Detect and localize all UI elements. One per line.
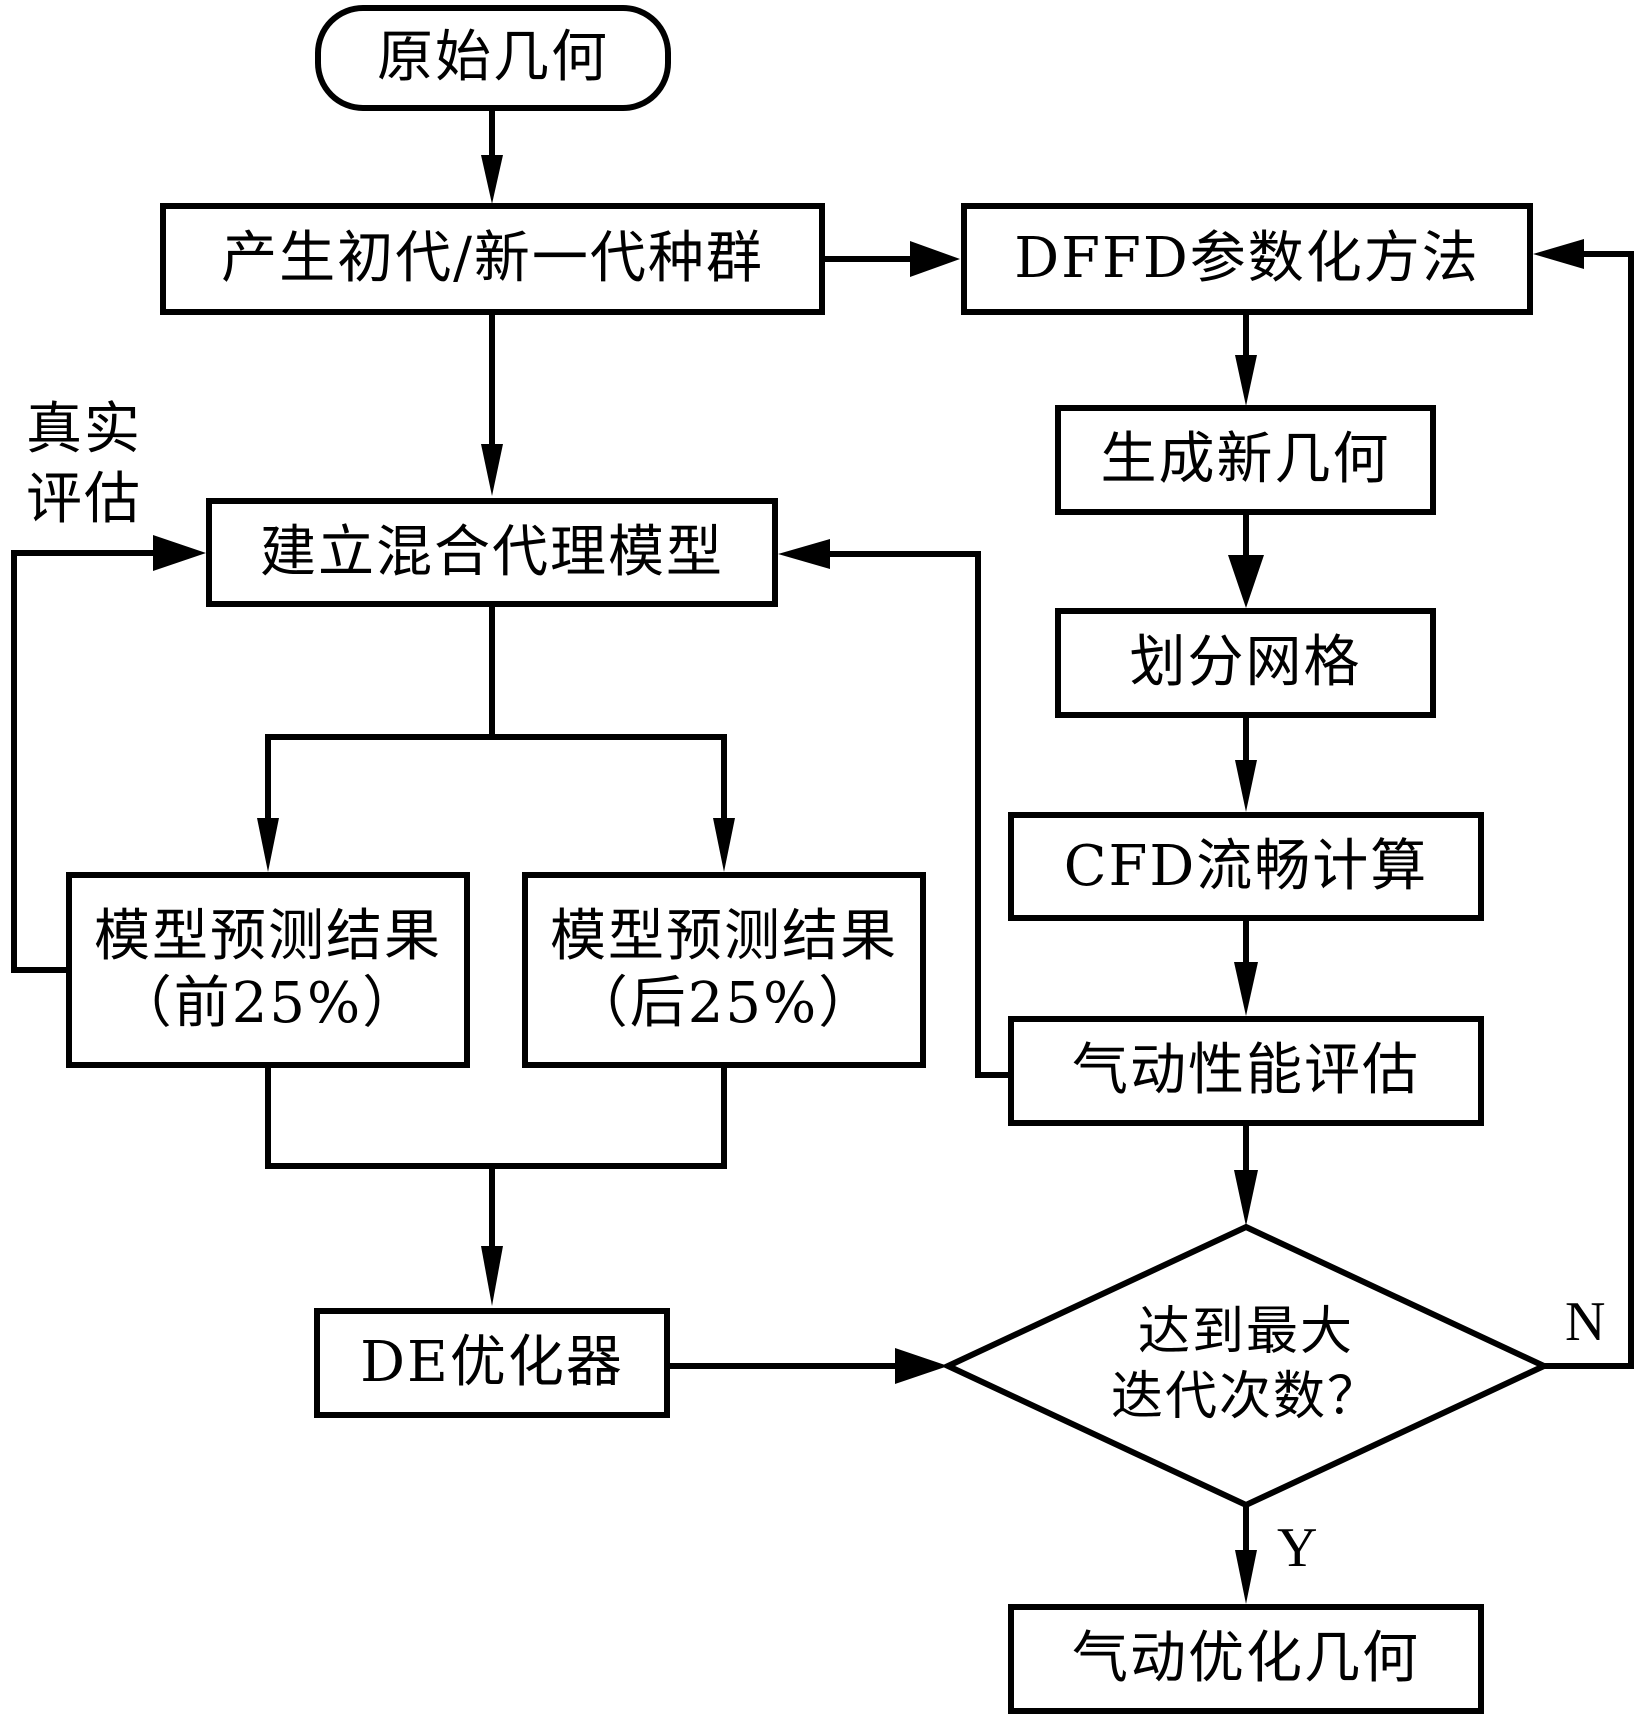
edge-pred-merge — [265, 1065, 727, 1169]
arrowhead-aero-to-decision — [1234, 1170, 1258, 1226]
node-prediction-bottom25: 模型预测结果 （后25%） — [522, 872, 926, 1068]
arrowhead-surrogate-to-pred-top — [257, 818, 279, 872]
node-original-geometry: 原始几何 — [315, 5, 671, 111]
edge-decision-no — [1541, 251, 1634, 1369]
arrowhead-real-eval — [153, 535, 206, 571]
node-de-optimizer: DE优化器 — [314, 1308, 670, 1418]
node-prediction-bottom25-line1: 模型预测结果 — [550, 903, 898, 969]
node-prediction-top25-line1: 模型预测结果 — [94, 903, 442, 969]
node-aero-performance-eval-text: 气动性能评估 — [1072, 1038, 1420, 1104]
node-de-optimizer-text: DE优化器 — [360, 1330, 624, 1396]
arrowhead-start-to-population — [481, 155, 503, 204]
node-generate-population-text: 产生初代/新一代种群 — [221, 226, 764, 292]
label-no: N — [1565, 1291, 1606, 1353]
node-generate-new-geometry: 生成新几何 — [1055, 405, 1436, 515]
arrowhead-decision-no — [1533, 239, 1584, 269]
node-generate-population: 产生初代/新一代种群 — [160, 203, 825, 315]
node-mesh-generation: 划分网格 — [1055, 608, 1436, 718]
label-real-evaluation: 真实 评估 — [26, 395, 142, 535]
arrowhead-decision-yes — [1235, 1550, 1257, 1604]
node-prediction-top25-line2: （前25%） — [115, 971, 421, 1036]
node-aero-optimized-geometry: 气动优化几何 — [1008, 1604, 1484, 1714]
arrowhead-population-to-surrogate — [481, 444, 503, 496]
label-real-evaluation-line1: 真实 — [26, 397, 142, 462]
label-real-evaluation-line2: 评估 — [26, 467, 142, 532]
node-mesh-generation-text: 划分网格 — [1129, 630, 1362, 696]
arrowhead-geometry-to-mesh — [1228, 555, 1264, 608]
edge-surrogate-split — [265, 604, 495, 823]
decision-text: 达到最大 迭代次数？ — [1046, 1290, 1446, 1440]
decision-text-line1: 达到最大 — [1137, 1302, 1354, 1362]
node-dffd-parameterization: DFFD参数化方法 — [961, 203, 1533, 315]
arrowhead-mesh-to-cfd — [1235, 760, 1257, 812]
node-cfd-calculation: CFD流畅计算 — [1008, 812, 1484, 921]
decision-text-line2: 迭代次数？ — [1110, 1367, 1381, 1427]
node-generate-new-geometry-text: 生成新几何 — [1100, 427, 1391, 493]
node-aero-optimized-geometry-text: 气动优化几何 — [1072, 1626, 1420, 1692]
arrowhead-dffd-to-geometry — [1235, 355, 1257, 406]
node-prediction-bottom25-line2: （后25%） — [571, 971, 877, 1036]
node-dffd-parameterization-text: DFFD参数化方法 — [1014, 226, 1480, 292]
arrowhead-population-to-dffd — [910, 241, 960, 277]
node-prediction-top25: 模型预测结果 （前25%） — [66, 872, 470, 1068]
arrowhead-cfd-to-aero — [1234, 962, 1258, 1016]
arrowhead-merge-to-de — [481, 1246, 503, 1306]
arrowhead-de-to-decision — [895, 1348, 948, 1384]
node-aero-performance-eval: 气动性能评估 — [1008, 1016, 1484, 1126]
node-build-surrogate-model: 建立混合代理模型 — [206, 498, 778, 607]
edge-pred-top-to-surrogate — [11, 550, 163, 973]
edge-surrogate-split-right — [489, 734, 727, 823]
label-yes: Y — [1277, 1517, 1318, 1579]
node-build-surrogate-model-text: 建立混合代理模型 — [260, 519, 724, 585]
arrowhead-surrogate-to-pred-bottom — [713, 818, 735, 872]
node-original-geometry-text: 原始几何 — [377, 25, 609, 91]
node-cfd-calculation-text: CFD流畅计算 — [1063, 833, 1429, 899]
edge-aero-to-surrogate — [822, 551, 1011, 1078]
arrowhead-aero-to-surrogate — [778, 539, 830, 569]
